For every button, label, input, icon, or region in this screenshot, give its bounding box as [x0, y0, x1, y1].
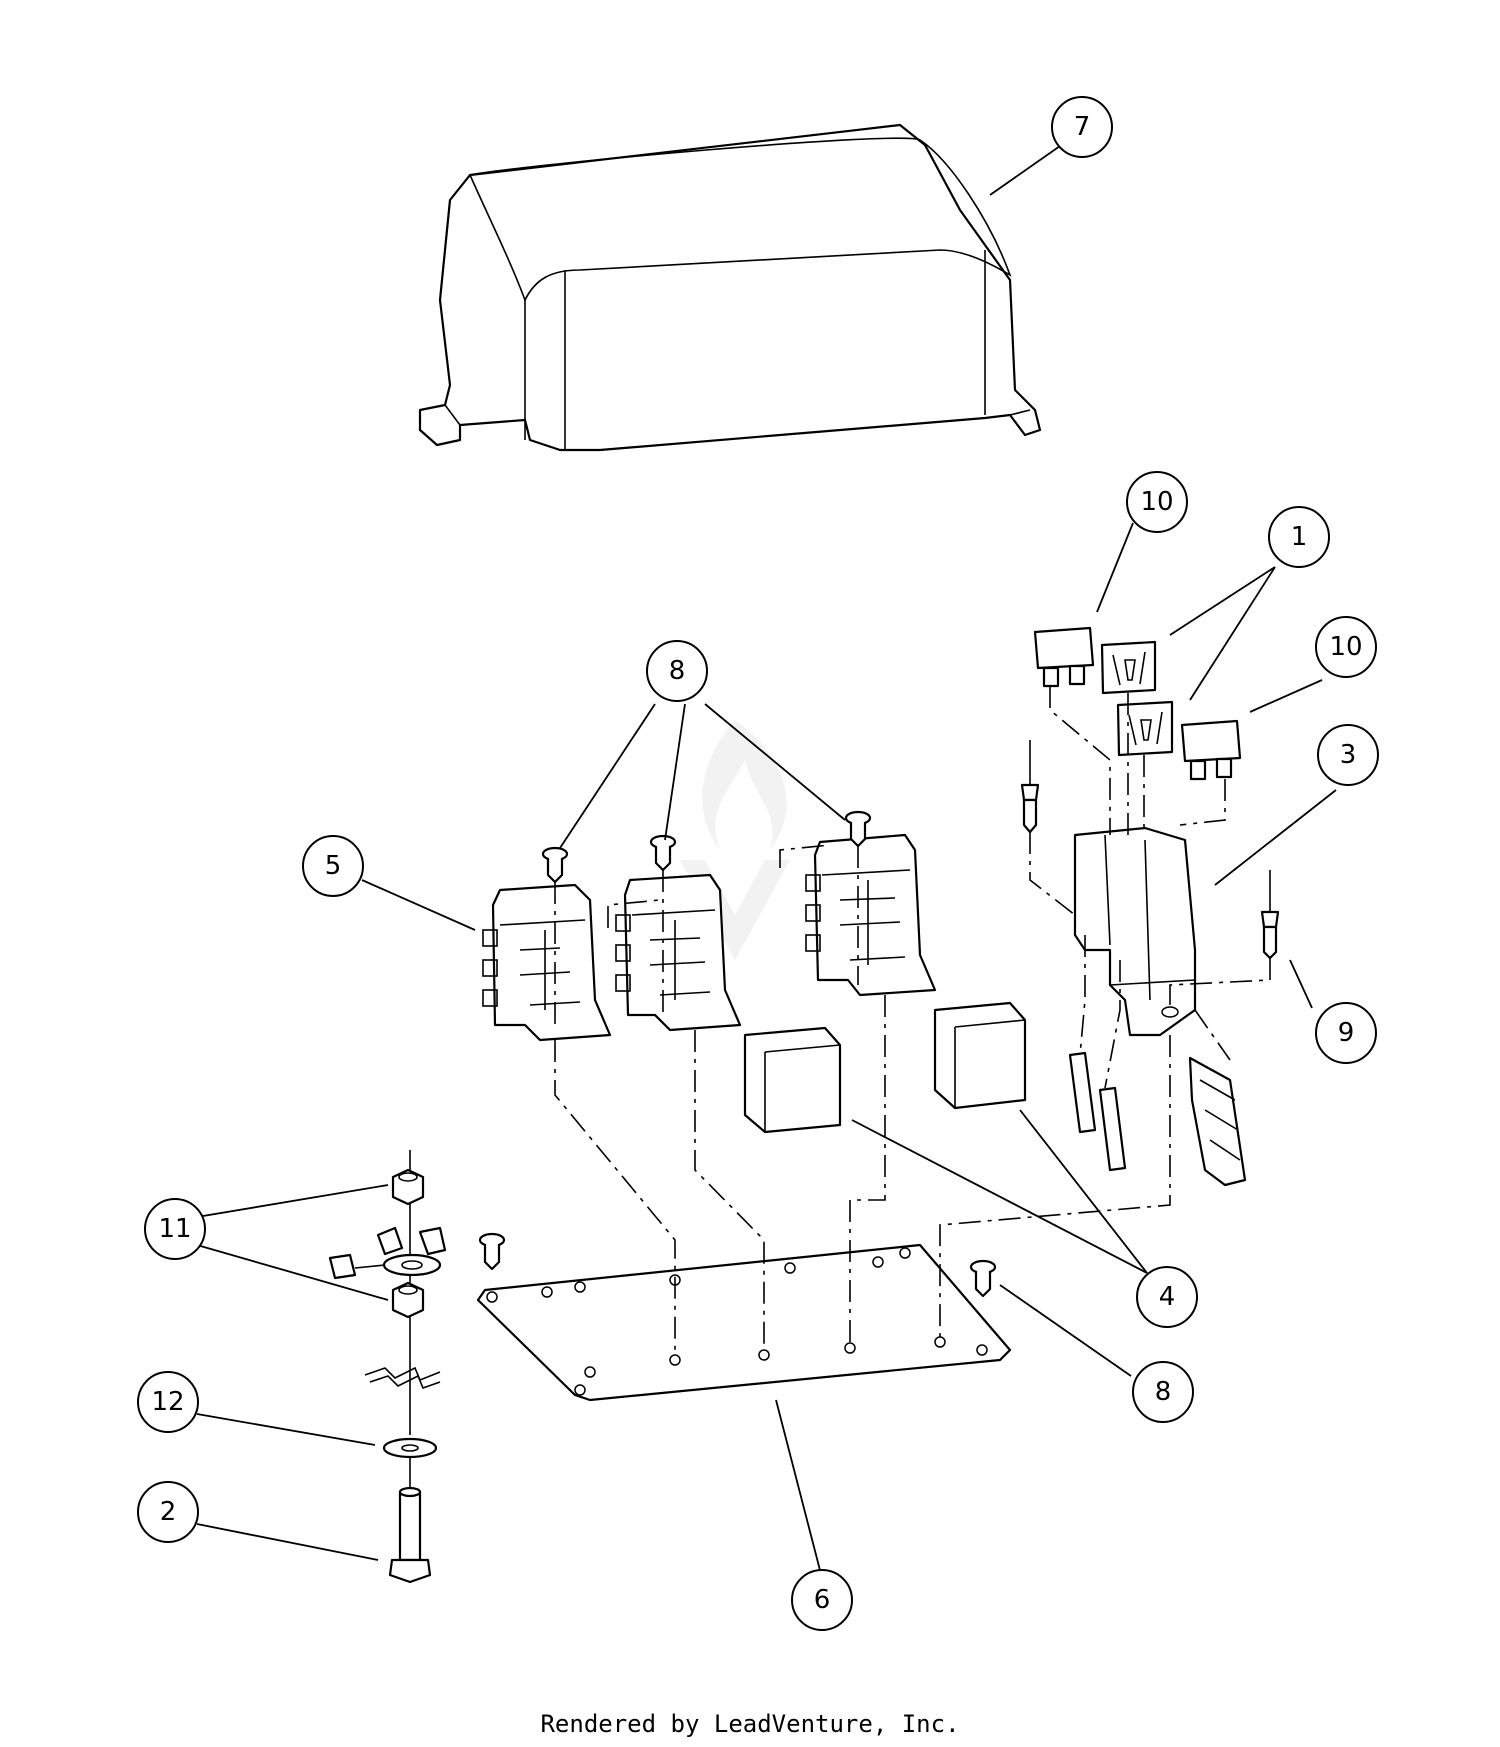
wire-section — [364, 1366, 441, 1390]
callout-7: 7 — [1051, 96, 1113, 158]
cover-part-7 — [418, 123, 1042, 452]
push-rivet-5 — [969, 1259, 997, 1298]
callout-label-7: 7 — [1074, 112, 1091, 142]
base-plate-part-6 — [476, 1243, 1012, 1402]
rivet-1 — [1020, 740, 1040, 834]
relay-cube-left — [743, 1026, 842, 1134]
callout-2: 2 — [137, 1481, 199, 1543]
callout-6: 6 — [791, 1569, 853, 1631]
callout-label-10: 10 — [1140, 487, 1173, 517]
leader-lines — [196, 145, 1337, 1579]
callout-11: 11 — [144, 1198, 206, 1260]
push-rivet-4 — [478, 1232, 506, 1271]
callout-label-12: 12 — [151, 1387, 184, 1417]
callout-label-10: 10 — [1329, 632, 1362, 662]
footer-credit: Rendered by LeadVenture, Inc. — [540, 1710, 960, 1738]
relay-cube-right — [933, 1001, 1027, 1110]
flat-washer-part-12 — [382, 1437, 438, 1459]
callout-label-5: 5 — [325, 851, 342, 881]
assembly-lines — [554, 686, 1271, 1355]
callout-8-bottom: 8 — [1132, 1361, 1194, 1423]
callout-1: 1 — [1268, 506, 1330, 568]
rivet-2 — [1260, 870, 1280, 960]
relay-socket-left — [482, 883, 612, 1042]
fuse-holder-part-3 — [1073, 826, 1197, 1037]
relay-socket-right — [805, 833, 937, 997]
callout-label-6: 6 — [814, 1585, 831, 1615]
callout-label-8: 8 — [669, 656, 686, 686]
callout-label-1: 1 — [1291, 522, 1308, 552]
hex-nut-lower — [391, 1281, 425, 1319]
callout-9: 9 — [1315, 1002, 1377, 1064]
relay-socket-middle — [615, 873, 742, 1032]
callout-label-8: 8 — [1155, 1377, 1172, 1407]
callout-label-3: 3 — [1340, 740, 1357, 770]
terminal-set-right — [1188, 1056, 1247, 1187]
hex-nut-upper — [391, 1168, 425, 1206]
callout-label-4: 4 — [1159, 1282, 1176, 1312]
callout-4: 4 — [1136, 1266, 1198, 1328]
push-rivet-2 — [649, 834, 677, 872]
fuse-clip-top — [1100, 640, 1157, 695]
callout-12: 12 — [137, 1371, 199, 1433]
callout-5: 5 — [302, 835, 364, 897]
push-rivet-1 — [541, 846, 569, 884]
callout-label-2: 2 — [160, 1497, 177, 1527]
callout-3: 3 — [1317, 724, 1379, 786]
blade-fuse-bottom — [1180, 719, 1242, 781]
blade-fuse-top — [1033, 626, 1095, 688]
callout-8-top: 8 — [646, 640, 708, 702]
callout-10-top: 10 — [1126, 471, 1188, 533]
callout-10-right: 10 — [1315, 616, 1377, 678]
callout-label-9: 9 — [1338, 1018, 1355, 1048]
callout-label-11: 11 — [158, 1214, 191, 1244]
fuse-clip-bottom — [1116, 700, 1174, 757]
terminal-set-left — [1068, 1051, 1127, 1172]
ring-terminals — [328, 1226, 447, 1280]
bolt-part-2 — [388, 1486, 432, 1584]
